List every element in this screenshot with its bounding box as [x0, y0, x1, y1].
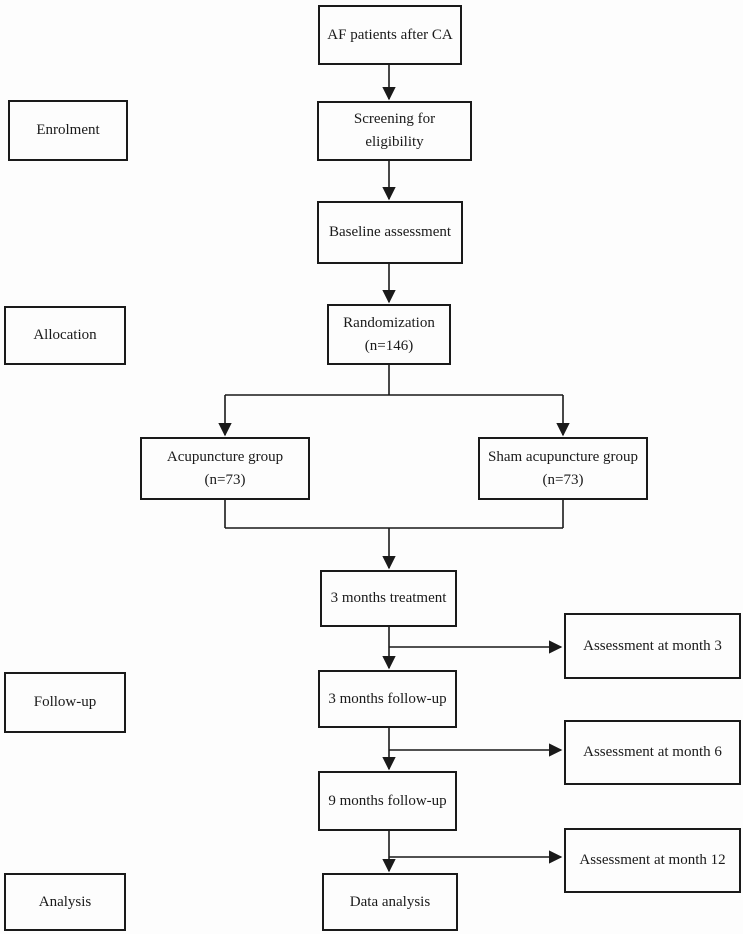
flow-box-randomization: Randomization (n=146): [327, 304, 451, 365]
flow-box-assessment-month-12: Assessment at month 12: [564, 828, 741, 893]
stage-label-allocation: Allocation: [4, 306, 126, 365]
flow-box-3-months-treatment: 3 months treatment: [320, 570, 457, 627]
flow-box-label-line2: (n=73): [204, 471, 246, 488]
flow-box-3-months-followup: 3 months follow-up: [318, 670, 457, 728]
stage-label-analysis: Analysis: [4, 873, 126, 931]
flow-box-assessment-month-6: Assessment at month 6: [564, 720, 741, 785]
flow-box-label: Assessment at month 3: [583, 637, 722, 654]
flow-box-label-line2: (n=73): [542, 471, 584, 488]
stage-label-text: Enrolment: [36, 122, 100, 138]
flow-box-baseline-assessment: Baseline assessment: [317, 201, 463, 264]
flow-box-9-months-followup: 9 months follow-up: [318, 771, 457, 831]
flow-box-screening: Screening for eligibility: [317, 101, 472, 161]
flow-box-acupuncture-group: Acupuncture group (n=73): [140, 437, 310, 500]
flow-box-af-patients: AF patients after CA: [318, 5, 462, 65]
flow-box-label: Assessment at month 6: [583, 744, 722, 760]
stage-label-text: Allocation: [33, 327, 97, 343]
stage-label-enrolment: Enrolment: [8, 100, 128, 161]
flow-box-label: 3 months treatment: [330, 590, 447, 606]
flow-box-label: Screening for eligibility: [353, 111, 436, 150]
flow-box-label-line2: (n=146): [364, 337, 414, 354]
flow-box-label: Baseline assessment: [328, 224, 452, 240]
flow-box-label: 3 months follow-up: [328, 690, 447, 707]
stage-label-text: Analysis: [38, 893, 92, 910]
flow-box-label: Data analysis: [349, 893, 431, 910]
stage-label-followup: Follow-up: [4, 672, 126, 733]
flow-box-label-line1: Acupuncture group: [166, 448, 284, 465]
flow-box-sham-acupuncture-group: Sham acupuncture group (n=73): [478, 437, 648, 500]
flow-box-label: AF patients after CA: [327, 26, 453, 43]
flow-box-data-analysis: Data analysis: [322, 873, 458, 931]
flow-box-label: Assessment at month 12: [579, 852, 726, 868]
flow-box-assessment-month-3: Assessment at month 3: [564, 613, 741, 679]
flow-box-label: 9 months follow-up: [328, 792, 447, 809]
flow-box-label-line1: Randomization: [343, 314, 435, 331]
flow-box-label-line1: Sham acupuncture group: [488, 448, 638, 465]
stage-label-text: Follow-up: [33, 694, 97, 710]
